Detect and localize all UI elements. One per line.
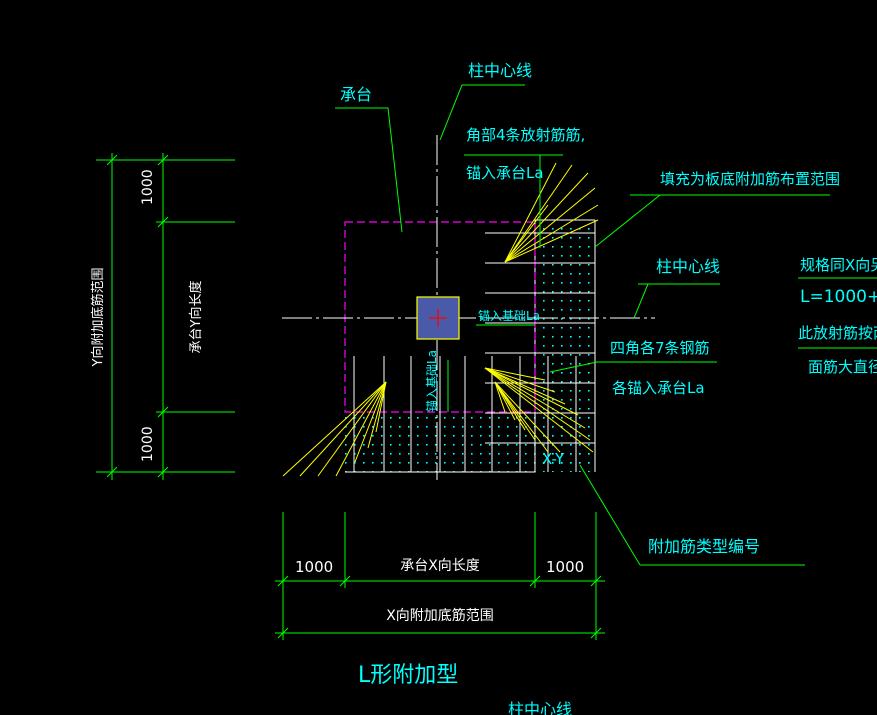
xy-tag: X-Y xyxy=(542,450,565,468)
anchor-base-la-vertical: 锚入基础La xyxy=(424,350,439,412)
corner-note-line2: 锚入承台La xyxy=(466,164,544,182)
anchor-base-la-horizontal: 锚入基础La xyxy=(478,308,540,323)
column-center-line-top-label: 柱中心线 xyxy=(468,61,532,80)
spec-line3: 此放射筋按两向( xyxy=(798,324,877,342)
four-corner-line1: 四角各7条钢筋 xyxy=(610,339,710,357)
rebar-radial xyxy=(282,162,599,477)
dim-x-total: X向附加底筋范围 xyxy=(386,607,494,624)
dimension-x xyxy=(275,512,605,640)
dim-y-bottom: 1000 xyxy=(140,426,156,462)
fill-range-label: 填充为板底附加筋布置范围 xyxy=(660,170,840,188)
leader-lines xyxy=(335,84,877,566)
column-center-line-bottom-label: 柱中心线 xyxy=(508,700,572,715)
fill-zone xyxy=(345,219,596,473)
caption: L形附加型 xyxy=(358,663,458,688)
spec-line4: 面筋大直径者 xyxy=(808,358,877,376)
dim-x-center: 承台X向长度 xyxy=(400,558,480,574)
dim-y-center: 承台Y向长度 xyxy=(188,281,204,354)
spec-line2: L=1000+L xyxy=(800,287,877,307)
cap-label: 承台 xyxy=(340,85,372,104)
column-center-line-right-label: 柱中心线 xyxy=(656,257,720,276)
rebar-type-no-label: 附加筋类型编号 xyxy=(648,537,760,556)
dim-y-top: 1000 xyxy=(140,169,156,205)
dim-x-left: 1000 xyxy=(295,558,333,576)
corner-note-line1: 角部4条放射筋筋, xyxy=(466,126,585,144)
dim-y-total: Y向附加底筋范围 xyxy=(90,268,106,368)
column xyxy=(416,296,460,340)
four-corner-line2: 各锚入承台La xyxy=(612,379,705,397)
dimension-y xyxy=(96,153,235,480)
spec-line1: 规格同X向另加( xyxy=(800,256,877,274)
dim-x-right: 1000 xyxy=(546,558,584,576)
